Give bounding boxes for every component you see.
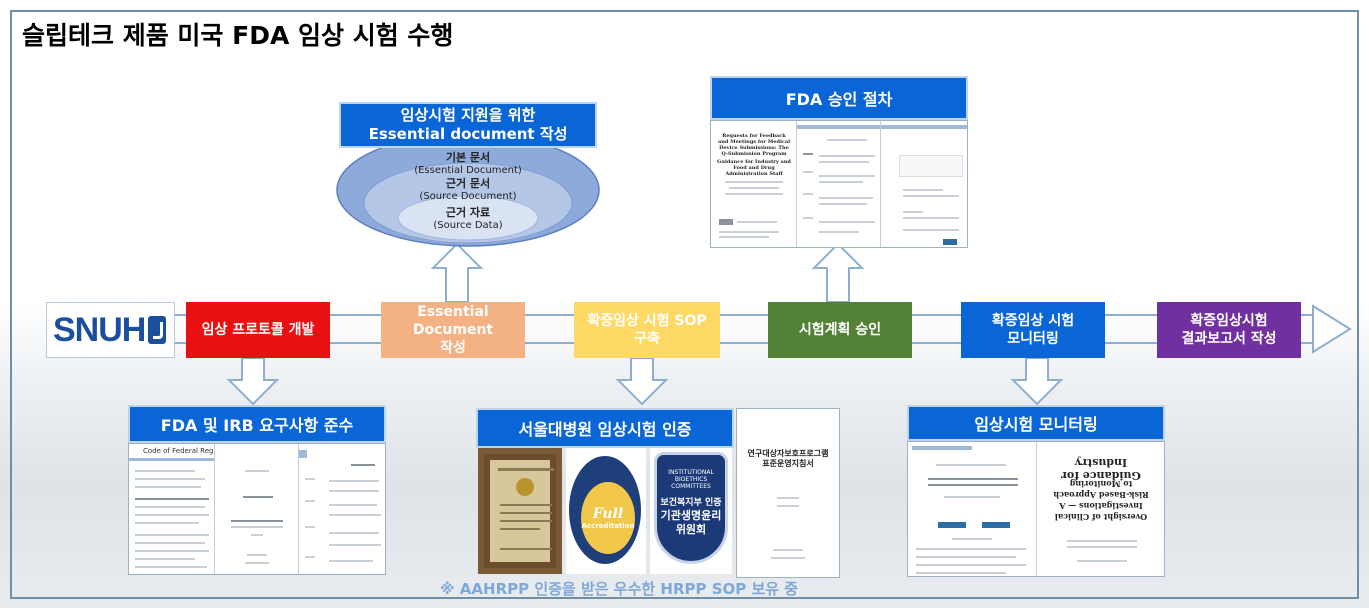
monitoring-header: 임상시험 모니터링 (907, 405, 1165, 441)
fda-approval-header-text: FDA 승인 절차 (785, 90, 893, 109)
page-title: 슬립테크 제품 미국 FDA 임상 시험 수행 (22, 21, 454, 50)
essential-layer-1-ko: 기본 문서 (445, 151, 491, 164)
process-flow-line (175, 314, 1315, 344)
essential-layer-2: 근거 문서 (Source Document) (338, 178, 598, 203)
aahrpp-badge-ring: Full Accreditation (569, 456, 641, 564)
q-submission-title: Requests for Feedback and Meetings for M… (717, 133, 791, 157)
aahrpp-badge: Full Accreditation (566, 448, 646, 574)
ibc-shield-mid-text: 보건복지부 인증 (660, 498, 722, 508)
certificate-seal-icon (516, 478, 534, 496)
essential-layer-1-en: (Essential Document) (414, 165, 522, 176)
aahrpp-badge-sub: Accreditation (581, 522, 635, 530)
risk-based-monitoring-doc (908, 442, 1037, 576)
fda-approval-screenshot: Requests for Feedback and Meetings for M… (710, 120, 968, 248)
step-protocol-development: 임상 프로토콜 개발 (186, 302, 330, 358)
essential-doc-inner-ellipse (397, 195, 539, 241)
fda-web-page (797, 121, 881, 247)
fda-irb-header: FDA 및 IRB 요구사항 준수 (128, 405, 386, 443)
irb-web-page (299, 444, 385, 574)
irb-document-page (215, 444, 299, 574)
q-submission-doc: Requests for Feedback and Meetings for M… (711, 121, 797, 247)
up-arrow-icon (430, 242, 484, 303)
fda-form-page (881, 121, 967, 247)
essential-layer-3-en: (Source Data) (433, 220, 503, 231)
guidance-body: Oversight of Clinical Investigations — A… (1053, 479, 1149, 522)
outer-frame (10, 10, 1359, 599)
form-notice-box (899, 155, 963, 177)
monitoring-screenshot: Guidance for Industry Oversight of Clini… (907, 441, 1165, 577)
fda-irb-header-text: FDA 및 IRB 요구사항 준수 (160, 416, 354, 435)
aahrpp-note: ※ AAHRPP 인증을 받은 우수한 HRPP SOP 보유 중 (440, 580, 799, 598)
step-plan-approval: 시험계획 승인 (768, 302, 912, 358)
snuh-cert-header-text: 서울대병원 임상시험 인증 (518, 420, 692, 439)
essential-layer-3-ko: 근거 자료 (445, 206, 491, 219)
certificate-paper (490, 460, 554, 562)
cfr-web-page: Code of Federal Regulations (129, 444, 215, 574)
down-arrow-icon (226, 357, 280, 406)
monitoring-header-text: 임상시험 모니터링 (974, 415, 1098, 434)
snuh-cert-header: 서울대병원 임상시험 인증 (476, 408, 734, 448)
fda-irb-screenshot: Code of Federal Regulations (128, 443, 386, 575)
up-arrow-icon (811, 242, 865, 303)
fda-approval-header: FDA 승인 절차 (710, 76, 968, 120)
aahrpp-badge-core: Full Accreditation (581, 482, 635, 554)
essential-layer-3: 근거 자료 (Source Data) (338, 207, 598, 232)
essential-layer-2-en: (Source Document) (419, 191, 517, 202)
essential-layer-1: 기본 문서 (Essential Document) (338, 152, 598, 177)
snuh-mark-icon (148, 316, 167, 344)
q-submission-subtitle: Guidance for Industry and Food and Drug … (717, 159, 791, 177)
down-arrow-icon (615, 357, 669, 406)
cfr-title: Code of Federal Regulations (143, 447, 214, 455)
oversight-guidance-doc: Guidance for Industry Oversight of Clini… (1037, 442, 1164, 576)
certificate-frame-image (478, 448, 562, 574)
down-arrow-icon (1010, 357, 1064, 406)
essential-layer-2-ko: 근거 문서 (445, 177, 491, 190)
snuh-logo-text: SNUH (53, 310, 146, 349)
snuh-logo: SNUH (46, 302, 175, 358)
aahrpp-badge-main: Full (592, 506, 624, 522)
flow-arrow-head-icon (1312, 304, 1352, 354)
